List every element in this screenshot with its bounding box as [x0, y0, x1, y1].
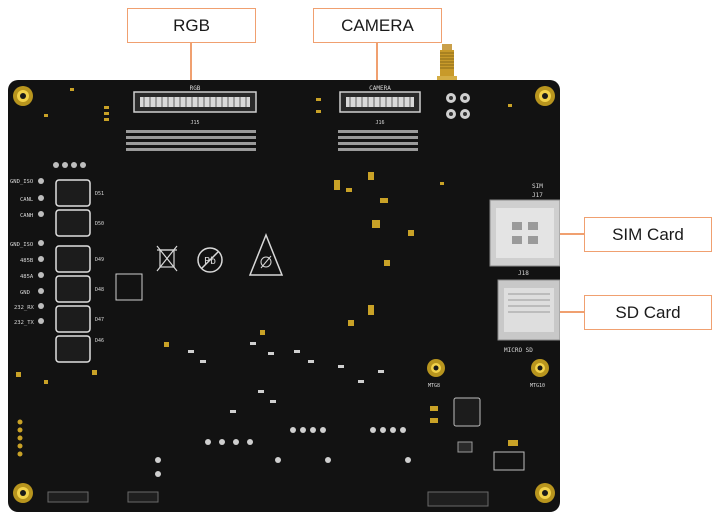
svg-text:GND_ISO: GND_ISO	[10, 179, 33, 185]
camera-pad-field	[338, 130, 418, 151]
svg-text:CANL: CANL	[20, 197, 34, 203]
camera-connector: CAMERA J16	[339, 85, 421, 126]
j15-silk-label: J15	[190, 120, 199, 126]
sim-card-callout-line	[548, 233, 584, 235]
j16-silk-label: J16	[375, 120, 384, 126]
left-terminal-pins	[38, 178, 44, 324]
sim-card-callout: SIM Card	[584, 217, 712, 252]
svg-text:MICRO SD: MICRO SD	[504, 347, 533, 354]
svg-text:D50: D50	[95, 221, 104, 227]
svg-text:485B: 485B	[20, 258, 34, 264]
camera-callout-line	[376, 42, 378, 86]
mounting-hole-top-left	[13, 86, 33, 106]
mounting-hole-top-right	[535, 86, 555, 106]
svg-text:SIM: SIM	[532, 183, 543, 190]
diode-packages: D51 D50 D49 D48 D47 D46	[55, 179, 104, 363]
sd-card-callout: SD Card	[584, 295, 712, 330]
mid-components	[92, 172, 414, 375]
svg-text:J17: J17	[532, 192, 543, 199]
pcb-board: RGB J15 CAMERA J16 GND_ISO CANL C	[8, 80, 560, 512]
top-components	[44, 88, 512, 185]
bottom-right-components	[430, 397, 525, 471]
svg-text:232_RX: 232_RX	[14, 305, 35, 311]
svg-text:D48: D48	[95, 287, 104, 293]
left-led-column	[17, 419, 23, 457]
bottom-pin-headers	[155, 427, 411, 477]
mounting-hole-bottom-right	[535, 483, 555, 503]
rgb-pad-field	[126, 130, 256, 151]
svg-text:J18: J18	[518, 270, 529, 277]
left-side-pads	[16, 372, 48, 384]
svg-text:CANH: CANH	[20, 213, 33, 219]
svg-text:D47: D47	[95, 317, 104, 323]
rgb-callout: RGB	[127, 8, 256, 43]
top-left-pins	[53, 162, 86, 168]
micro-sd-holder: J18 MICRO SD	[497, 270, 560, 354]
small-chip-cluster	[188, 342, 384, 413]
sim-card-holder: SIM J17	[489, 183, 560, 267]
silk-square-outline	[115, 273, 143, 301]
svg-text:GND: GND	[20, 290, 30, 296]
svg-text:Pb: Pb	[204, 256, 216, 267]
mounting-hole-bottom-left	[13, 483, 33, 503]
left-terminal-labels: GND_ISO CANL CANH GND_ISO 485B 485A GND …	[10, 179, 35, 326]
antenna-pads	[446, 93, 470, 119]
svg-text:D49: D49	[95, 257, 104, 263]
rgb-callout-line	[190, 42, 192, 86]
sd-card-callout-line	[548, 311, 584, 313]
rgb-silk-label: RGB	[190, 85, 201, 92]
bottom-edge-connectors	[47, 491, 489, 507]
svg-text:485A: 485A	[20, 274, 34, 280]
svg-text:MTG10: MTG10	[530, 383, 545, 389]
camera-silk-label: CAMERA	[369, 85, 391, 92]
svg-text:GND_ISO: GND_ISO	[10, 242, 33, 248]
svg-text:MTG8: MTG8	[428, 383, 440, 389]
weee-bin-symbol	[156, 245, 178, 272]
mtg8-pad: MTG8	[427, 359, 445, 389]
svg-text:D46: D46	[95, 338, 104, 344]
svg-text:D51: D51	[95, 191, 104, 197]
esd-warning-symbol	[248, 232, 284, 276]
svg-text:232_TX: 232_TX	[14, 320, 35, 326]
camera-callout: CAMERA	[313, 8, 442, 43]
lead-free-symbol: Pb	[197, 247, 223, 273]
mtg10-pad: MTG10	[530, 359, 549, 389]
rgb-connector: RGB J15	[133, 85, 257, 126]
